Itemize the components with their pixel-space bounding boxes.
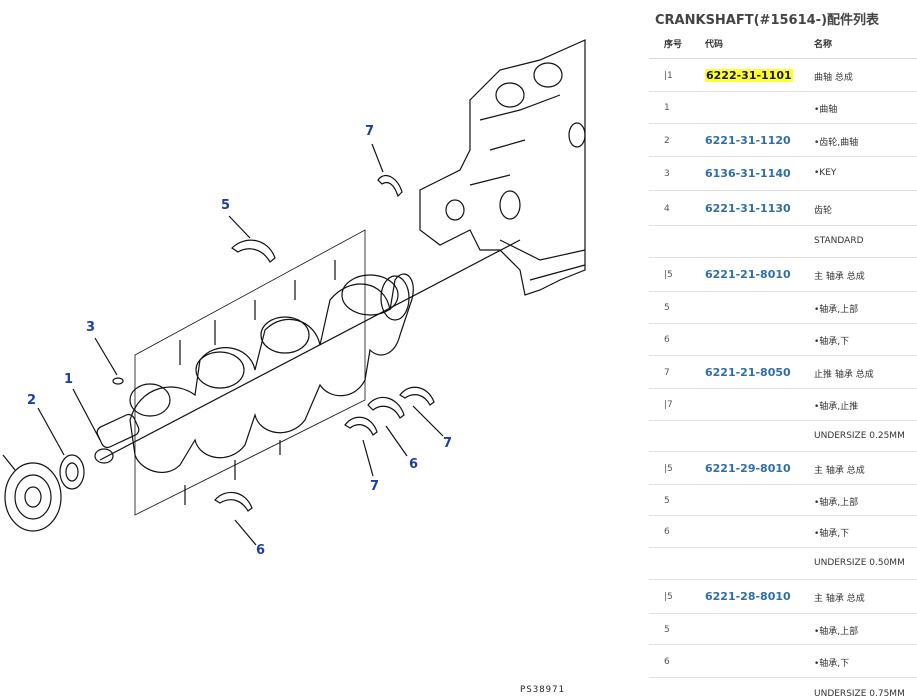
part-code-link[interactable]: 6221-21-8050 — [705, 366, 791, 379]
callout-label[interactable]: 6 — [256, 543, 266, 558]
part-code-link[interactable]: 6222-31-1101 — [705, 69, 793, 82]
row-seq: 4 — [664, 204, 670, 214]
row-part-name: 曲轴 总成 — [814, 73, 853, 83]
table-row[interactable]: 6 •轴承,下 — [649, 324, 917, 356]
table-row[interactable]: 3 6136-31-1140 •KEY — [649, 157, 917, 191]
callout-label[interactable]: 5 — [221, 198, 231, 213]
part-code-link[interactable]: 6221-28-8010 — [705, 590, 791, 603]
table-row[interactable]: 6 •轴承,下 — [649, 645, 917, 678]
row-seq: 2 — [664, 136, 670, 146]
callout-label[interactable]: 2 — [27, 393, 37, 408]
table-row[interactable]: UNDERSIZE 0.75MM — [649, 678, 917, 696]
row-seq: 5 — [664, 625, 670, 635]
table-row[interactable]: |5 6221-29-8010 主 轴承 总成 — [649, 452, 917, 485]
row-part-name: UNDERSIZE 0.25MM — [814, 431, 905, 441]
row-part-name: STANDARD — [814, 236, 864, 246]
table-row[interactable]: UNDERSIZE 0.50MM — [649, 548, 917, 580]
table-row[interactable]: 7 6221-21-8050 止推 轴承 总成 — [649, 356, 917, 389]
table-row[interactable]: STANDARD — [649, 226, 917, 258]
panel-title: CRANKSHAFT(#15614-)配件列表 — [655, 13, 880, 28]
callout-label[interactable]: 1 — [64, 372, 74, 387]
part-code-link[interactable]: 6221-31-1130 — [705, 202, 791, 215]
callout-label[interactable]: 7 — [443, 436, 453, 451]
table-row[interactable]: UNDERSIZE 0.25MM — [649, 421, 917, 452]
row-part-name: 主 轴承 总成 — [814, 272, 865, 282]
row-seq: |1 — [664, 71, 673, 81]
callout-label[interactable]: 6 — [409, 457, 419, 472]
row-seq: |7 — [664, 400, 673, 410]
row-seq: 6 — [664, 657, 670, 667]
table-row[interactable]: |5 6221-28-8010 主 轴承 总成 — [649, 580, 917, 614]
column-header-name: 名称 — [814, 40, 833, 50]
row-part-name: •轴承,下 — [814, 337, 850, 347]
part-code-link[interactable]: 6221-29-8010 — [705, 462, 791, 475]
drawing-number: PS38971 — [520, 685, 565, 695]
row-part-name: 齿轮 — [814, 206, 833, 216]
table-row[interactable]: |7 •轴承,止推 — [649, 389, 917, 421]
row-part-name: UNDERSIZE 0.50MM — [814, 558, 905, 568]
row-part-name: •齿轮,曲轴 — [814, 138, 859, 148]
exploded-parts-diagram: 7 5 3 1 2 7 6 7 6 PS38971 — [2, 39, 586, 695]
table-row[interactable]: |1 6222-31-1101 曲轴 总成 — [649, 59, 917, 92]
row-part-name: •轴承,上部 — [814, 627, 859, 637]
table-row[interactable]: 1 •曲轴 — [649, 92, 917, 124]
callout-label[interactable]: 7 — [365, 124, 375, 139]
row-seq: |5 — [664, 592, 673, 602]
row-part-name: •轴承,上部 — [814, 498, 859, 508]
row-part-name: 主 轴承 总成 — [814, 466, 865, 476]
table-row[interactable]: 2 6221-31-1120 •齿轮,曲轴 — [649, 124, 917, 157]
row-part-name: •轴承,下 — [814, 529, 850, 539]
callout-label[interactable]: 3 — [86, 320, 96, 335]
row-seq: 5 — [664, 303, 670, 313]
row-seq: 7 — [664, 368, 670, 378]
table-row[interactable]: 6 •轴承,下 — [649, 516, 917, 548]
row-seq: |5 — [664, 270, 673, 280]
part-code-link[interactable]: 6221-31-1120 — [705, 134, 791, 147]
parts-list-panel: CRANKSHAFT(#15614-)配件列表 序号 代码 名称 |1 6222-… — [649, 0, 917, 696]
row-part-name: •轴承,下 — [814, 659, 850, 669]
callout-label[interactable]: 7 — [370, 479, 380, 494]
column-header-seq: 序号 — [664, 40, 683, 50]
table-row[interactable]: 5 •轴承,上部 — [649, 292, 917, 324]
row-seq: 6 — [664, 335, 670, 345]
row-part-name: 主 轴承 总成 — [814, 594, 865, 604]
row-seq: 6 — [664, 527, 670, 537]
row-seq: 3 — [664, 169, 670, 179]
header-divider — [649, 58, 917, 59]
table-row[interactable]: 5 •轴承,上部 — [649, 614, 917, 645]
row-part-name: •轴承,止推 — [814, 402, 859, 412]
table-row[interactable]: |5 6221-21-8010 主 轴承 总成 — [649, 258, 917, 292]
table-row[interactable]: 4 6221-31-1130 齿轮 — [649, 191, 917, 226]
part-code-link[interactable]: 6221-21-8010 — [705, 268, 791, 281]
row-seq: 5 — [664, 496, 670, 506]
column-header-code: 代码 — [705, 40, 724, 50]
crankshaft-drawing — [2, 39, 586, 546]
part-code-link[interactable]: 6136-31-1140 — [705, 167, 791, 180]
row-part-name: 止推 轴承 总成 — [814, 370, 874, 380]
row-part-name: •KEY — [814, 168, 837, 178]
row-seq: 1 — [664, 103, 670, 113]
row-part-name: •曲轴 — [814, 105, 838, 115]
row-part-name: UNDERSIZE 0.75MM — [814, 689, 905, 696]
row-seq: |5 — [664, 464, 673, 474]
row-part-name: •轴承,上部 — [814, 305, 859, 315]
table-row[interactable]: 5 •轴承,上部 — [649, 485, 917, 516]
